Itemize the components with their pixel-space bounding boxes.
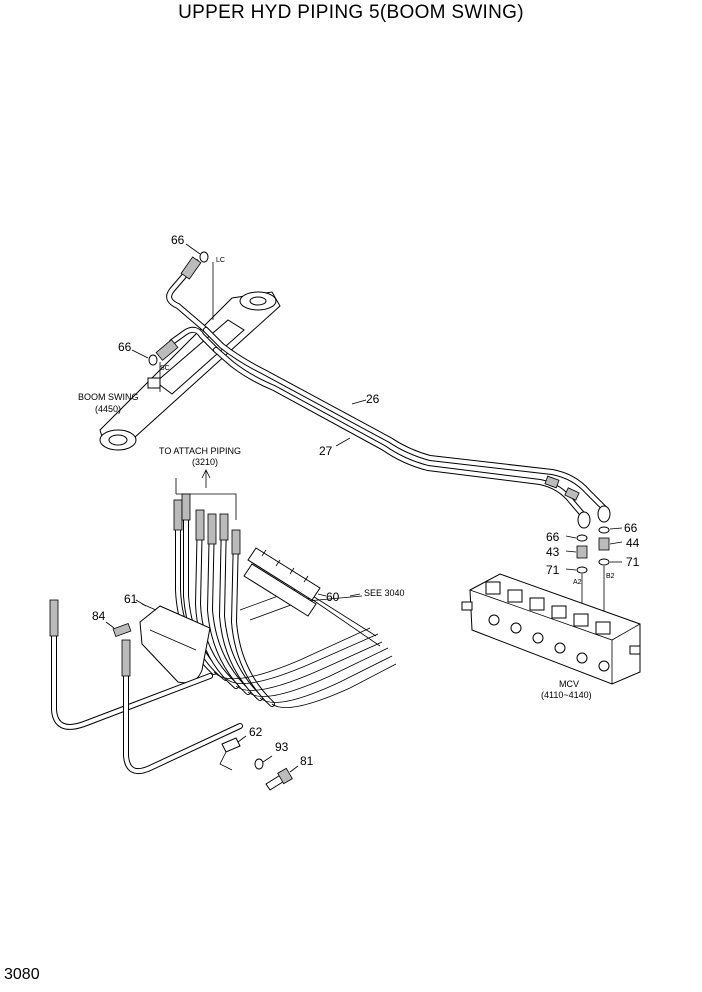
mcv-ref: (4110~4140) (541, 690, 592, 700)
part-27: 27 (319, 444, 333, 458)
part-84: 84 (92, 609, 106, 623)
pipe-27 (213, 347, 587, 519)
boom-swing-cylinder (99, 291, 281, 451)
pipe-26 (203, 327, 607, 511)
mcv-block (461, 573, 641, 685)
part-66-left: 66 (118, 340, 132, 354)
port-b2: B2 (606, 573, 615, 580)
part-81: 81 (300, 754, 314, 768)
part-62: 62 (249, 725, 263, 739)
part-66-mcv-left: 66 (546, 530, 560, 544)
fitting-84 (105, 621, 132, 638)
part-71-left: 71 (546, 563, 560, 577)
mcv-label: MCV (559, 679, 579, 689)
see-3040-label: SEE 3040 (364, 588, 405, 598)
part-61: 61 (124, 592, 138, 606)
attach-piping-label: TO ATTACH PIPING (159, 446, 241, 456)
bolt-81 (265, 765, 299, 791)
port-sc: SC (160, 365, 170, 372)
leader-lines (131, 243, 623, 607)
pin-62 (219, 735, 247, 771)
lc-fitting (166, 251, 214, 333)
part-66-mcv-right: 66 (624, 521, 638, 535)
port-lc: LC (216, 257, 225, 264)
boom-swing-label: BOOM SWING (78, 392, 139, 402)
sc-fitting (148, 326, 219, 392)
clamp-60 (243, 547, 327, 617)
washer-93 (254, 755, 273, 770)
page-title: UPPER HYD PIPING 5(BOOM SWING) (178, 2, 524, 23)
mcv-fittings (576, 526, 610, 626)
attach-piping-ref: (3210) (192, 457, 218, 467)
return-hoses (49, 599, 243, 774)
page-number: 3080 (4, 966, 40, 983)
part-43: 43 (546, 545, 560, 559)
part-44: 44 (626, 536, 640, 550)
boom-swing-ref: (4450) (95, 404, 121, 414)
part-26: 26 (366, 392, 380, 406)
part-66-top: 66 (171, 233, 185, 247)
part-71-right: 71 (626, 555, 640, 569)
part-93: 93 (275, 740, 289, 754)
part-60: 60 (326, 590, 340, 604)
port-a2: A2 (573, 579, 582, 586)
